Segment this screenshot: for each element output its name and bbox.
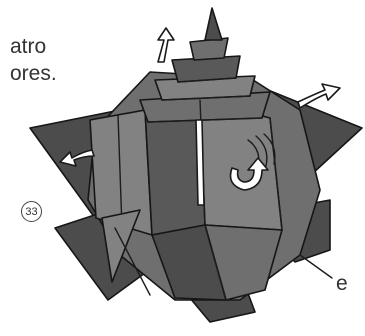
spike-tip — [205, 8, 222, 40]
up-arrow-icon — [158, 28, 174, 62]
center-vertical-arrow-icon — [196, 120, 204, 205]
reference-leader-line — [300, 255, 332, 278]
right-arrow-icon — [298, 84, 340, 108]
step-number-badge: 33 — [21, 201, 42, 222]
spiral-layer-4 — [190, 38, 228, 60]
reference-label-e: e — [336, 273, 348, 294]
